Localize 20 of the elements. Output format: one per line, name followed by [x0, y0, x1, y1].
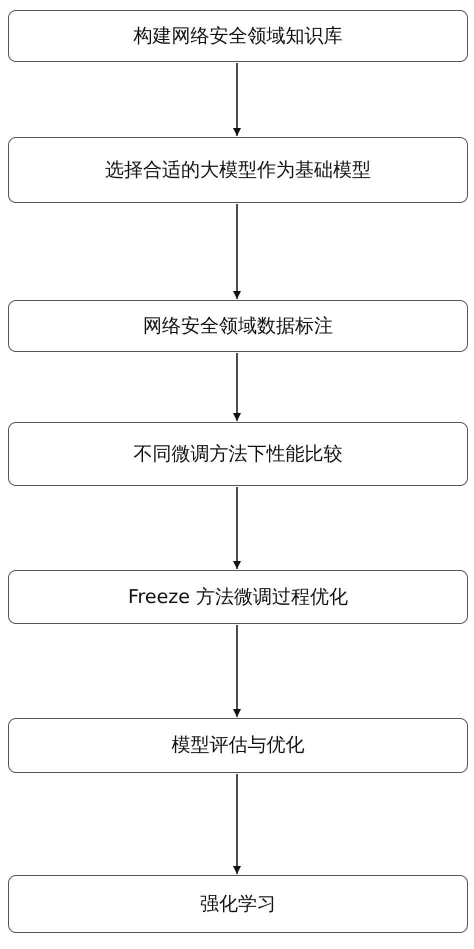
process-box	[8, 10, 468, 62]
process-box	[8, 570, 468, 624]
step-text: 不同微调方法下性能比较	[134, 442, 342, 467]
step-text: 模型评估与优化	[172, 733, 304, 758]
arrow	[233, 63, 241, 136]
step-text: 强化学习	[200, 892, 276, 917]
process-box	[8, 718, 468, 773]
arrow	[233, 625, 241, 717]
step-text: Freeze 方法微调过程优化	[128, 584, 348, 610]
step-text: 网络安全领域数据标注	[143, 314, 333, 339]
process-box	[8, 137, 468, 203]
arrow	[233, 774, 241, 874]
step-text: 选择合适的大模型作为基础模型	[105, 158, 371, 183]
process-box	[8, 300, 468, 352]
step-text: 构建网络安全领域知识库	[134, 24, 342, 49]
arrow	[233, 353, 241, 421]
arrow	[233, 487, 241, 569]
process-box	[8, 422, 468, 486]
process-box	[8, 875, 468, 933]
arrow	[233, 204, 241, 299]
